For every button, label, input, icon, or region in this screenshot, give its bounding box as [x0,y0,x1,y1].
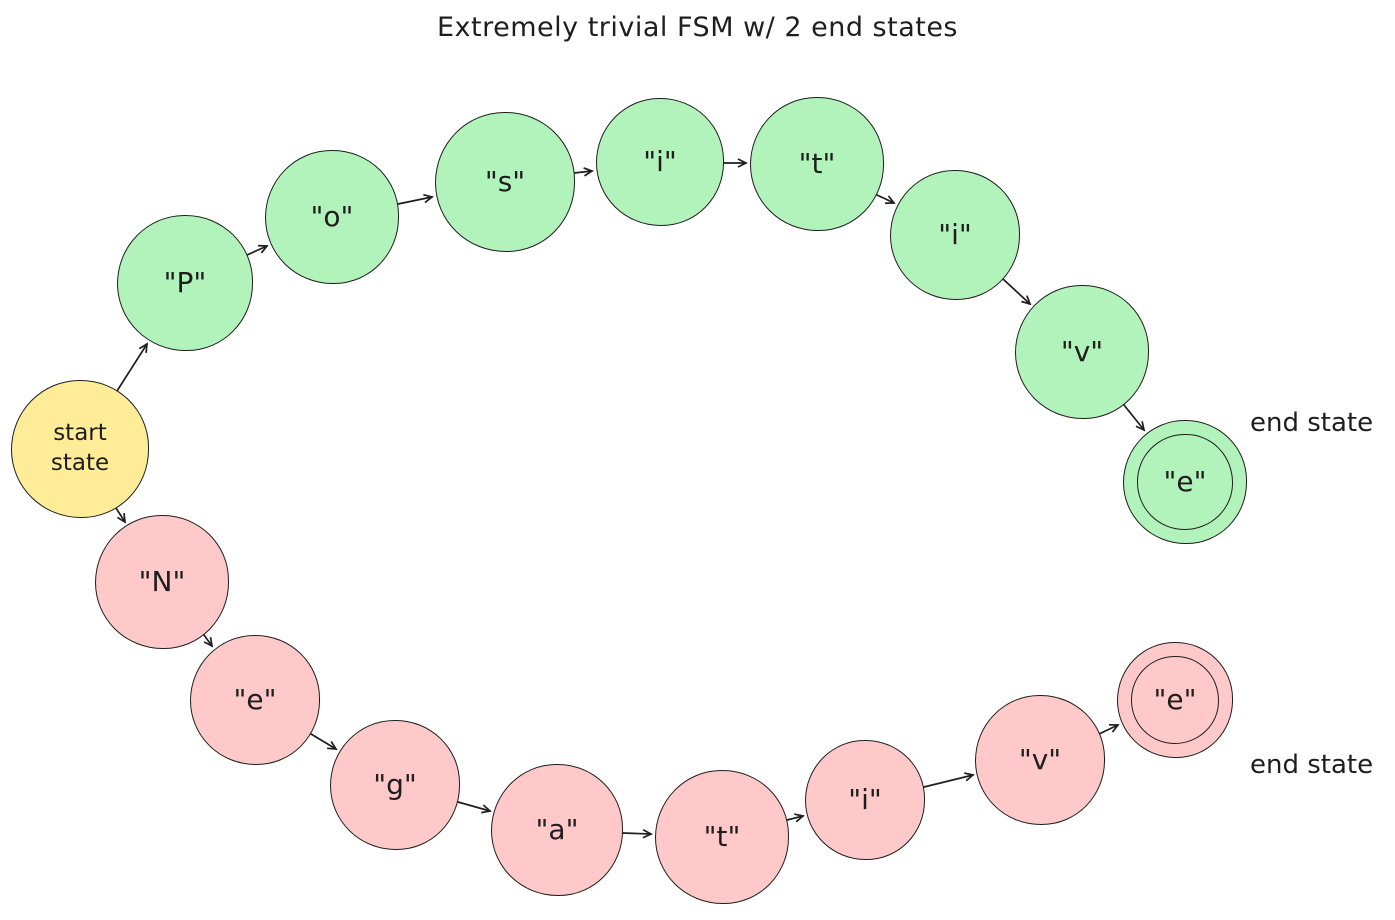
edge-positive-s-to-i1 [573,167,594,177]
state-label: "e" [233,682,277,716]
positive-node-i-2: "i" [890,170,1020,300]
state-label: "N" [138,564,186,598]
state-label: "P" [163,265,207,299]
edge-positive-P-to-o [246,244,269,256]
negative-end-state-caption: end state [1250,750,1374,780]
edge-negative-e-to-g [310,733,338,750]
edge-positive-i2-to-v [1002,278,1032,306]
negative-end-state-node: "e" [1117,642,1233,758]
edge-negative-a-to-t [622,828,653,839]
positive-node-t: "t" [750,97,884,231]
positive-end-state-node: "e" [1123,420,1247,544]
positive-node-o: "o" [265,150,399,284]
negative-node-g: "g" [330,720,460,850]
negative-node-i: "i" [805,740,925,860]
start-state-node: start state [11,380,149,518]
state-label: "v" [1018,742,1062,776]
positive-node-P: "P" [117,215,253,351]
positive-end-state-caption: end state [1250,408,1374,438]
state-label: "a" [535,812,579,846]
edge-positive-v-to-e [1123,404,1146,432]
state-label: "i" [848,782,882,816]
negative-node-e: "e" [190,635,320,765]
edge-negative-v-to-e [1098,723,1120,735]
state-label: "e" [1153,682,1197,716]
state-label: "v" [1060,334,1104,368]
positive-node-s: "s" [435,112,575,252]
negative-node-N: "N" [95,515,229,649]
edge-positive-o-to-s [397,193,434,205]
state-label: "s" [484,164,526,198]
edge-negative-N-to-e [203,634,214,648]
state-label: "e" [1163,464,1207,498]
edge-negative-g-to-a [457,801,492,814]
state-label: "i" [938,217,972,251]
state-label: "i" [643,144,677,178]
diagram-title: Extremely trivial FSM w/ 2 end states [436,12,959,43]
negative-node-a: "a" [491,764,623,896]
start-state-label-line1: start [53,420,107,447]
state-label: "o" [310,199,354,233]
positive-node-i-1: "i" [596,98,724,226]
edge-negative-t-to-i [786,813,805,823]
edge-negative-i-to-v [923,772,975,788]
edge-positive-t-to-i2 [876,194,896,205]
state-label: "t" [798,146,836,180]
positive-node-v: "v" [1015,285,1149,419]
start-state-label-line2: state [50,450,110,476]
state-label: "t" [703,819,741,853]
negative-node-t: "t" [655,770,789,904]
edge-start-to-negative-N [115,507,127,524]
state-label: "g" [373,767,417,801]
negative-node-v: "v" [975,695,1105,825]
edge-start-to-positive-P [116,342,149,392]
